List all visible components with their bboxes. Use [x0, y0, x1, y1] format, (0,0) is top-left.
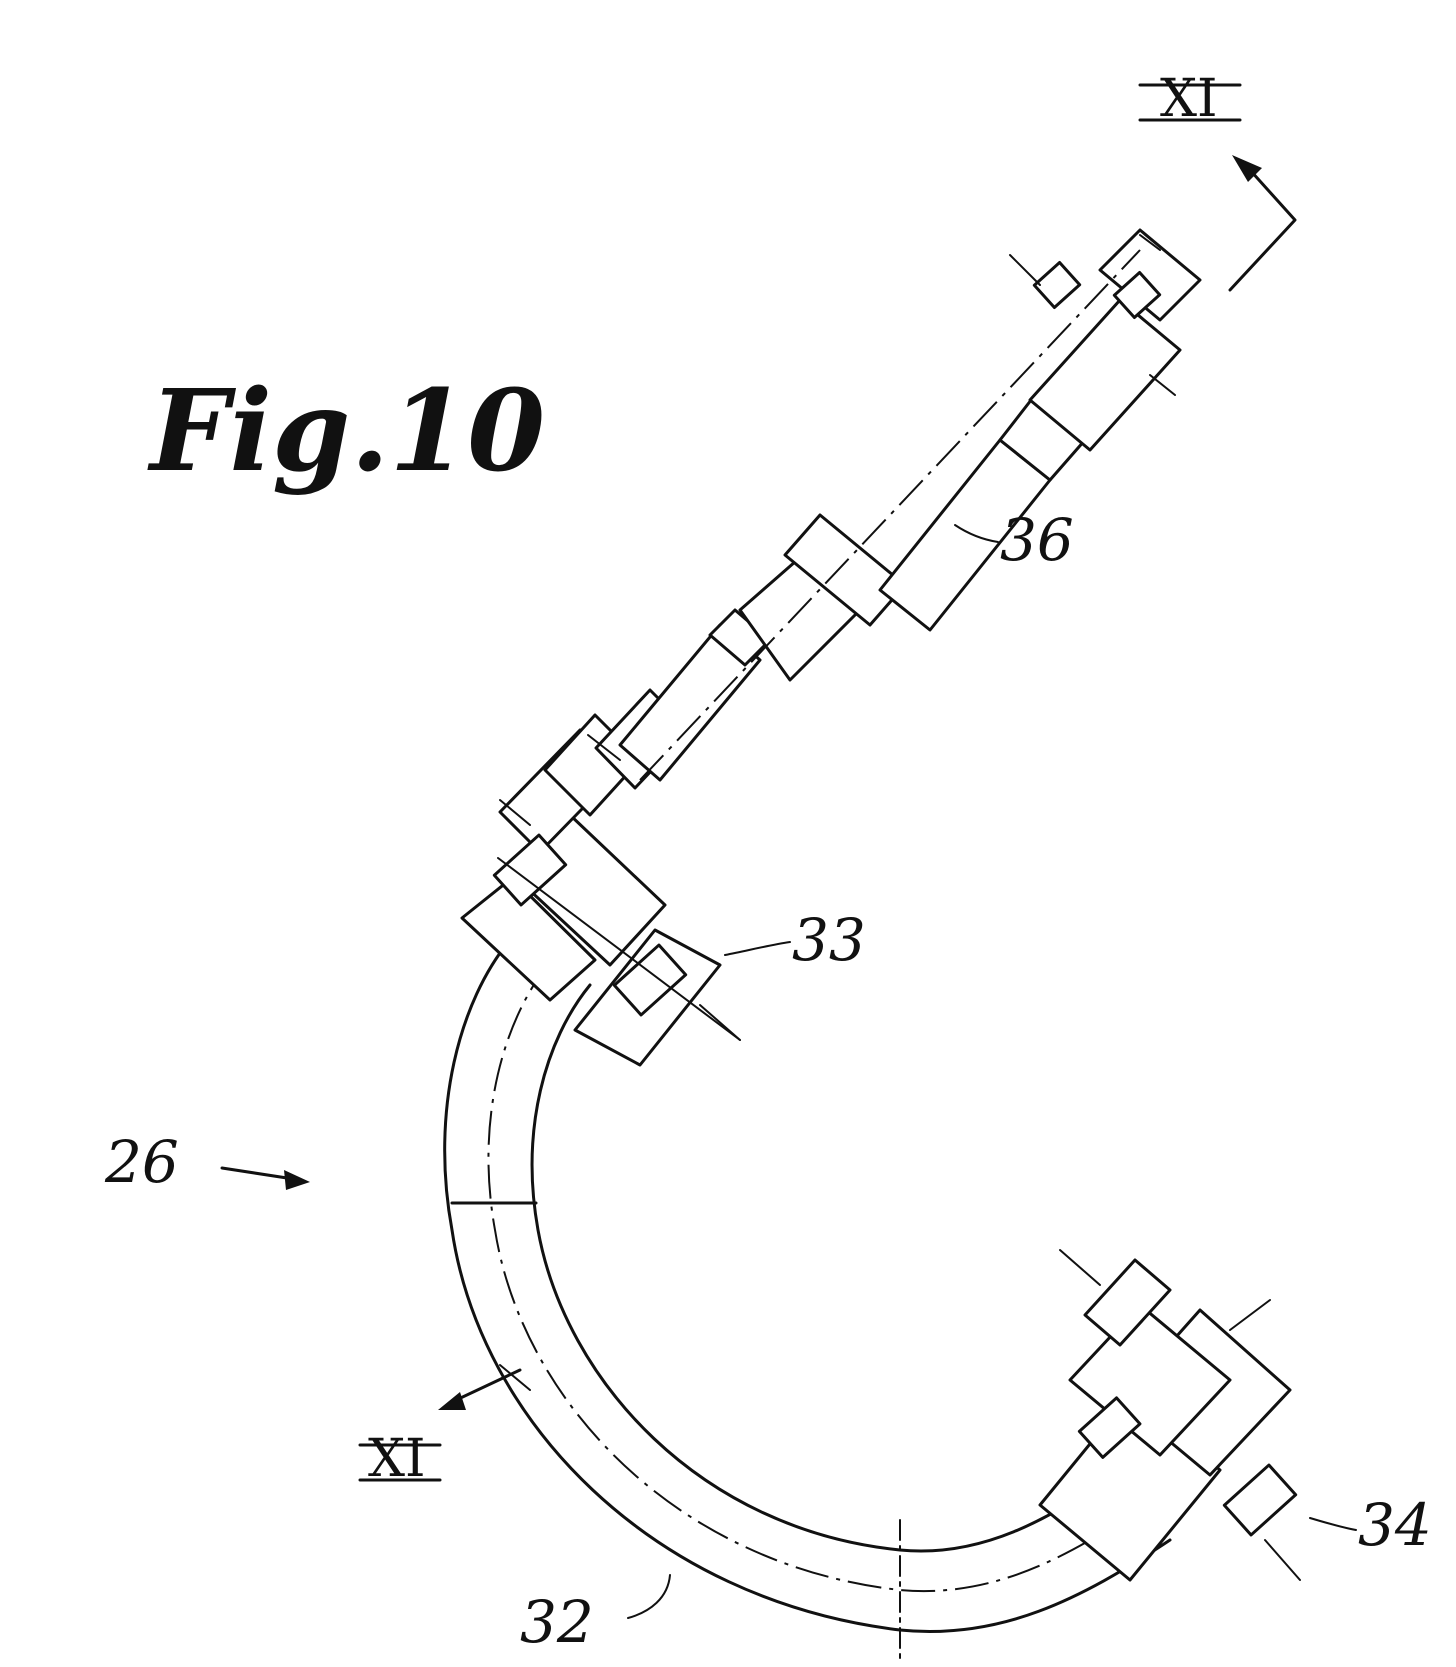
ref-32: 32 — [520, 1574, 671, 1656]
rod-assembly — [618, 228, 1202, 782]
section-label-top: XI — [1160, 69, 1218, 129]
pipe-bend — [443, 938, 1172, 1661]
section-mark-bottom: XI — [358, 1368, 522, 1489]
ref-36: 36 — [954, 506, 1074, 574]
section-mark-top: XI — [1138, 69, 1297, 292]
ref-26: 26 — [104, 1128, 310, 1196]
ref-34: 34 — [1309, 1491, 1432, 1559]
ref-33: 33 — [724, 906, 866, 974]
ref-label-33: 33 — [792, 906, 866, 974]
section-label-bottom: XI — [368, 1429, 426, 1489]
figure-title: Fig.10 — [147, 366, 545, 497]
ref-label-34: 34 — [1358, 1491, 1432, 1559]
section-arrowhead-top — [1232, 155, 1262, 182]
ref-label-36: 36 — [1000, 506, 1074, 574]
upper-flange — [460, 688, 741, 1067]
ref-arrowhead-26 — [284, 1170, 310, 1190]
lower-flange — [1038, 1249, 1301, 1582]
ref-label-32: 32 — [520, 1588, 594, 1656]
section-arrowhead-bottom — [438, 1392, 466, 1410]
ref-label-26: 26 — [104, 1128, 179, 1196]
